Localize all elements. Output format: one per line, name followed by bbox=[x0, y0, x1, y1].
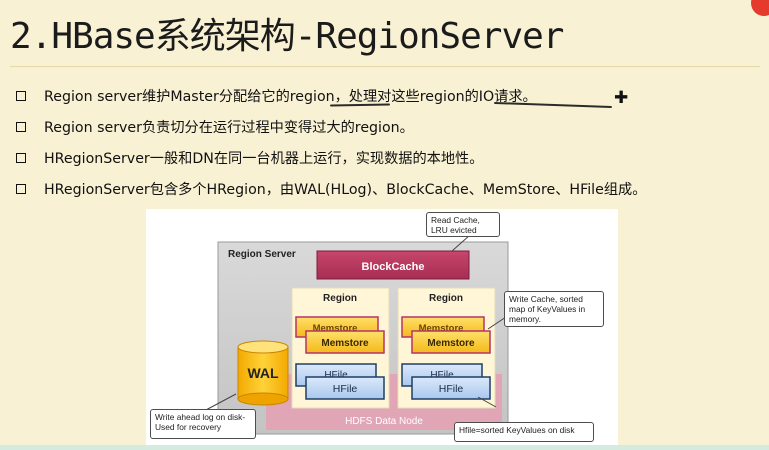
hfile-label: HFile bbox=[333, 383, 358, 395]
bullet-text: Region server负责切分在运行过程中变得过大的region。 bbox=[44, 119, 414, 136]
blockcache-box bbox=[316, 250, 470, 280]
bullet-item: Region server负责切分在运行过程中变得过大的region。 bbox=[16, 111, 761, 142]
hfile-back-label: HFile bbox=[430, 370, 454, 381]
hfile-note-callout: Hfile=sorted KeyValues on disk bbox=[454, 422, 594, 442]
bottom-strip bbox=[0, 445, 769, 450]
regionserver-diagram: Region Server HDFS Data Node BlockCache … bbox=[146, 209, 618, 448]
wal-cylinder bbox=[237, 340, 289, 406]
hfile-note-pointer bbox=[477, 396, 497, 408]
hfile-back-label: HFile bbox=[324, 370, 348, 381]
hfile-label: HFile bbox=[439, 383, 464, 395]
checkbox-bullet-icon bbox=[16, 121, 26, 132]
memstore-box bbox=[411, 330, 491, 354]
pen-cursor-icon: ✚ bbox=[614, 88, 629, 108]
write-cache-callout: Write Cache, sorted map of KeyValues in … bbox=[504, 291, 604, 327]
memstore-back-label: Memstore bbox=[313, 323, 358, 334]
title-divider bbox=[10, 66, 760, 67]
bullet-text: HRegionServer一般和DN在同一台机器上运行，实现数据的本地性。 bbox=[44, 150, 484, 167]
hdfs-data-node-label: HDFS Data Node bbox=[345, 416, 423, 427]
memstore-label: Memstore bbox=[427, 338, 475, 349]
bullet-item: HRegionServer一般和DN在同一台机器上运行，实现数据的本地性。 bbox=[16, 142, 761, 173]
diagram-svg: Region Server HDFS Data Node BlockCache … bbox=[203, 234, 509, 435]
bullet-list: Region server维护Master分配给它的region，处理对这些re… bbox=[16, 80, 761, 204]
wal-note-pointer bbox=[203, 393, 237, 412]
wal-label: WAL bbox=[247, 365, 279, 381]
checkbox-bullet-icon bbox=[16, 152, 26, 163]
region-label: Region bbox=[323, 293, 357, 304]
region-label: Region bbox=[429, 293, 463, 304]
slide-title: 2.HBase系统架构-RegionServer bbox=[10, 16, 564, 57]
memstore-back-label: Memstore bbox=[419, 323, 464, 334]
corner-logo bbox=[751, 0, 769, 16]
bullet-text: Region server维护Master分配给它的region，处理对这些re… bbox=[44, 88, 537, 105]
blockcache-label: BlockCache bbox=[362, 261, 425, 273]
checkbox-bullet-icon bbox=[16, 90, 26, 101]
read-cache-pointer bbox=[451, 234, 471, 252]
hfile-box bbox=[411, 376, 491, 400]
memstore-label: Memstore bbox=[321, 338, 369, 349]
wal-note-callout: Write ahead log on disk- Used for recove… bbox=[150, 409, 256, 439]
bullet-item: HRegionServer包含多个HRegion，由WAL(HLog)、Bloc… bbox=[16, 173, 761, 204]
write-cache-pointer bbox=[487, 316, 507, 330]
memstore-box bbox=[305, 330, 385, 354]
bullet-text: HRegionServer包含多个HRegion，由WAL(HLog)、Bloc… bbox=[44, 181, 647, 198]
bullet-item: Region server维护Master分配给它的region，处理对这些re… bbox=[16, 80, 761, 111]
checkbox-bullet-icon bbox=[16, 183, 26, 194]
hfile-box bbox=[305, 376, 385, 400]
region-server-label: Region Server bbox=[228, 249, 296, 260]
read-cache-callout: Read Cache, LRU evicted bbox=[426, 212, 500, 237]
